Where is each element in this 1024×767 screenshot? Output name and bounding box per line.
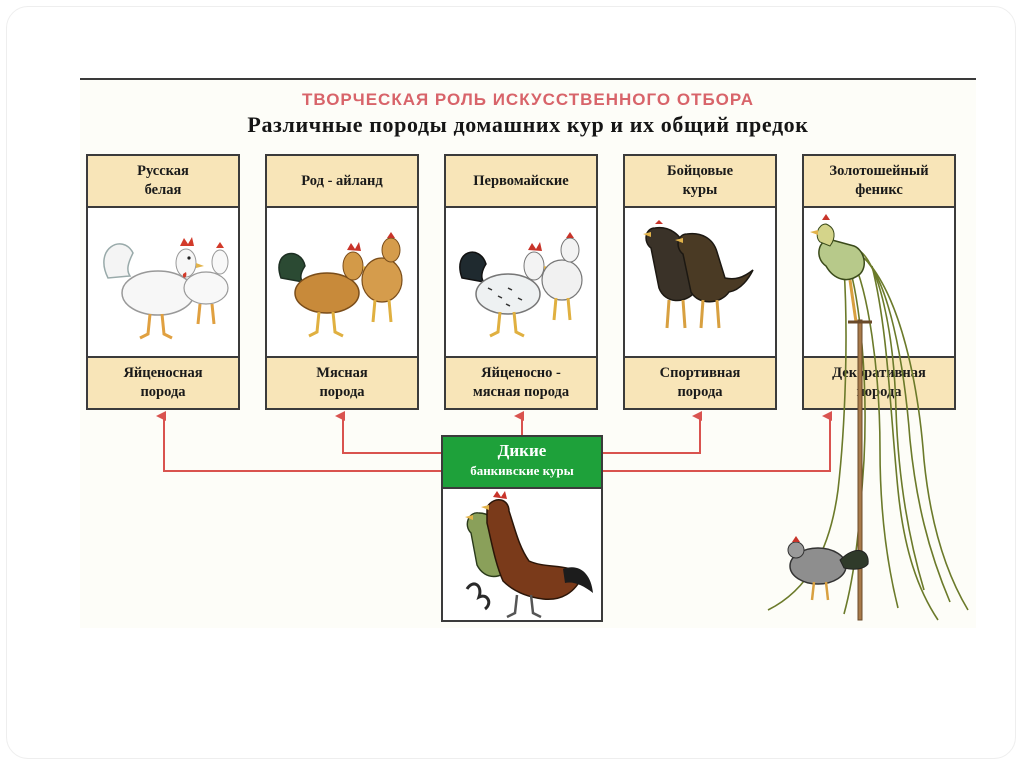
breed-name: Род - айланд	[267, 156, 417, 208]
breed-type: Спортивная порода	[625, 356, 775, 408]
breed-name-line: феникс	[855, 182, 903, 198]
diagram-subtitle: Различные породы домашних кур и их общий…	[247, 112, 809, 137]
breed-name: Бойцовые куры	[625, 156, 775, 208]
breed-name-line: Золотошейный	[829, 163, 929, 179]
breed-name: Первомайские	[446, 156, 596, 208]
ancestor-header: Дикие банкивские куры	[443, 437, 601, 489]
breed-type: Яйценосная порода	[88, 356, 238, 408]
breed-type-line: Яйценосная	[123, 365, 203, 381]
breed-card-russian-white: Русская белая Яйценосная порода	[86, 154, 240, 410]
ancestor-card-wild-junglefowl: Дикие банкивские куры	[441, 435, 603, 622]
connector-arrows	[156, 411, 832, 472]
breed-type: Мясная порода	[267, 356, 417, 408]
breed-name-line: Род - айланд	[301, 172, 383, 189]
breed-type-line: порода	[319, 384, 365, 400]
white-chicken-icon	[103, 237, 229, 340]
connector-line-4	[603, 411, 702, 454]
breed-type-line: Мясная	[316, 365, 368, 381]
breed-name-line: Бойцовые	[666, 163, 734, 179]
connector-line-2	[335, 411, 441, 454]
speckled-chicken-icon	[459, 232, 583, 338]
wild-junglefowl-icon	[465, 491, 593, 619]
connector-line-1	[156, 411, 441, 472]
breed-card-pervomaiskie: Первомайские Яйценосно - мясная порода	[444, 154, 598, 410]
breed-type-line: Яйценосно -	[481, 365, 561, 381]
breed-card-rhode-island: Род - айланд Мясная порода	[265, 154, 419, 410]
ancestor-title: Дикие	[497, 441, 547, 460]
breed-name-line: Русская	[137, 163, 189, 179]
breed-name-line: куры	[682, 182, 718, 198]
breed-name-line: белая	[144, 182, 182, 198]
breed-type: Яйценосно - мясная порода	[446, 356, 596, 408]
diagram-slide: ТВОРЧЕСКАЯ РОЛЬ ИСКУССТВЕННОГО ОТБОРА Ра…	[80, 78, 976, 628]
ancestor-subtitle: банкивские куры	[470, 463, 574, 478]
breed-name: Русская белая	[88, 156, 238, 208]
breed-name-line: Первомайские	[473, 172, 569, 189]
breed-name: Золотошейный феникс	[804, 156, 954, 208]
phoenix-chicken-icon	[767, 214, 969, 621]
breed-type-line: Спортивная	[659, 365, 741, 381]
breed-card-fighting: Бойцовые куры Спортивная порода	[623, 154, 777, 410]
breed-type-line: порода	[140, 384, 186, 400]
diagram-title: ТВОРЧЕСКАЯ РОЛЬ ИСКУССТВЕННОГО ОТБОРА	[301, 90, 755, 109]
fighting-chicken-icon	[643, 220, 754, 329]
brown-chicken-icon	[278, 232, 403, 338]
breed-type-line: мясная порода	[472, 384, 570, 400]
connector-line-5	[603, 411, 832, 472]
breed-type-line: порода	[677, 384, 723, 400]
slide-frame	[6, 6, 1016, 759]
